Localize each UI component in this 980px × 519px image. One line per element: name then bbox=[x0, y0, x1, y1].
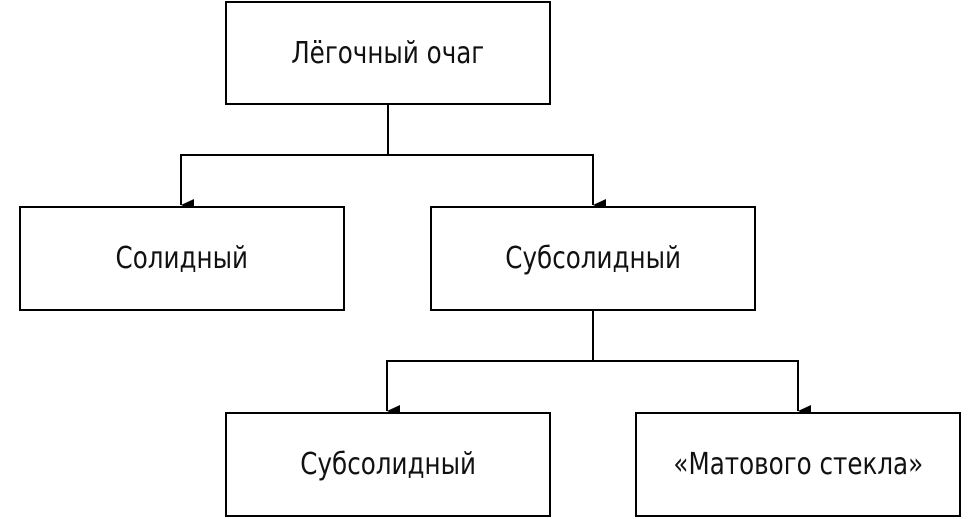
node-subsolid-child: Субсолидный bbox=[225, 412, 551, 517]
node-ground-glass: «Матового стекла» bbox=[635, 412, 961, 517]
node-solid: Солидный bbox=[19, 206, 345, 311]
node-subsolid: Субсолидный bbox=[430, 206, 756, 311]
node-lung-nodule-label: Лёгочный очаг bbox=[291, 35, 485, 71]
connector-subsolid-ground-glass bbox=[593, 360, 811, 417]
node-ground-glass-label: «Матового стекла» bbox=[673, 447, 923, 482]
connector-root-subsolid bbox=[388, 154, 606, 211]
connector-subsolid-subsolid-child bbox=[386, 311, 594, 417]
node-subsolid-child-label: Субсолидный bbox=[300, 447, 476, 482]
connector-root-solid bbox=[180, 105, 389, 211]
node-solid-label: Солидный bbox=[115, 241, 249, 276]
node-lung-nodule: Лёгочный очаг bbox=[225, 1, 551, 105]
node-subsolid-label: Субсолидный bbox=[505, 241, 681, 276]
